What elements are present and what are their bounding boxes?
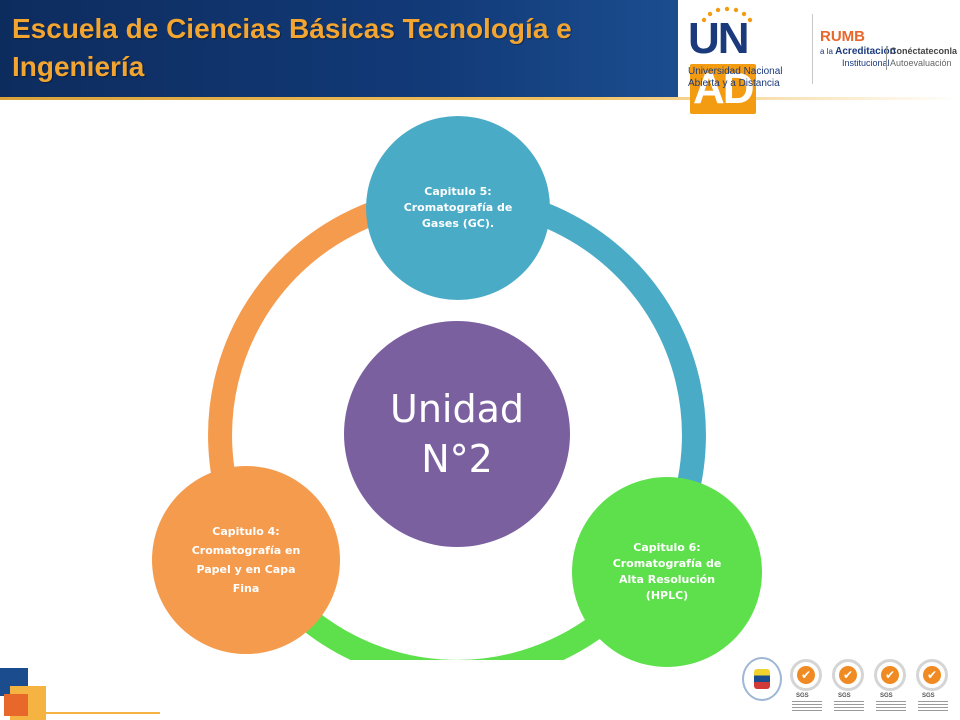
cycle-diagram: Unidad N°2 Capitulo 5: Cromatografía de … (0, 100, 960, 667)
rumbo-acreditacion: a la Acreditación (820, 46, 896, 57)
center-node-unidad: Unidad N°2 (344, 321, 570, 547)
unad-dots-icon (701, 6, 753, 23)
sgs-label: SGS (922, 693, 935, 699)
unad-logo: UNAD Universidad Nacional Abierta y a Di… (688, 6, 808, 114)
rumbo-word: RUMB (820, 28, 865, 45)
checkmark-icon: ✔ (923, 666, 941, 684)
sgs-label: SGS (880, 693, 893, 699)
node-capitulo-4: Capitulo 4: Cromatografía en Papel y en … (152, 466, 340, 654)
cert-fine-print (876, 701, 906, 711)
logo-divider (812, 14, 813, 84)
deco-square-orange (4, 694, 28, 716)
sgs-label: SGS (796, 693, 809, 699)
page-title: Escuela de Ciencias Básicas Tecnología e… (12, 13, 572, 82)
rumbo-institucional: Institucional (842, 58, 890, 68)
footer-accent-line (40, 712, 160, 714)
sgs-cert-badge-4: ✔ SGS (914, 655, 952, 711)
cert-fine-print (918, 701, 948, 711)
certification-badges: ✔ SGS ✔ SGS ✔ SGS ✔ SGS (742, 655, 956, 717)
checkmark-icon: ✔ (839, 666, 857, 684)
corner-decoration (0, 668, 160, 720)
checkmark-icon: ✔ (797, 666, 815, 684)
header-accent-stripe (0, 97, 960, 100)
rumbo-conectate: Conéctateconla (890, 46, 958, 56)
colombia-map-icon (754, 669, 770, 689)
rumbo-autoevaluacion: Autoevaluación (890, 58, 952, 68)
checkmark-icon: ✔ (881, 666, 899, 684)
logo-panel: UNAD Universidad Nacional Abierta y a Di… (678, 0, 960, 114)
node-capitulo-6: Capitulo 6: Cromatografía de Alta Resolu… (572, 477, 762, 667)
node-capitulo-5: Capitulo 5: Cromatografía de Gases (GC). (366, 116, 550, 300)
unad-wordmark: UNAD (688, 14, 808, 114)
cert-fine-print (834, 701, 864, 711)
sgs-cert-badge-1: ✔ SGS (788, 655, 826, 711)
rumbo-logo: RUMB a la Acreditación Institucional Con… (820, 28, 958, 78)
rumbo-separator (886, 46, 887, 70)
cert-fine-print (792, 701, 822, 711)
sgs-cert-badge-3: ✔ SGS (872, 655, 910, 711)
sgs-label: SGS (838, 693, 851, 699)
sgs-cert-badge-2: ✔ SGS (830, 655, 868, 711)
unad-subtitle: Universidad Nacional Abierta y a Distanc… (688, 66, 783, 89)
colombia-seal-icon (742, 657, 782, 701)
